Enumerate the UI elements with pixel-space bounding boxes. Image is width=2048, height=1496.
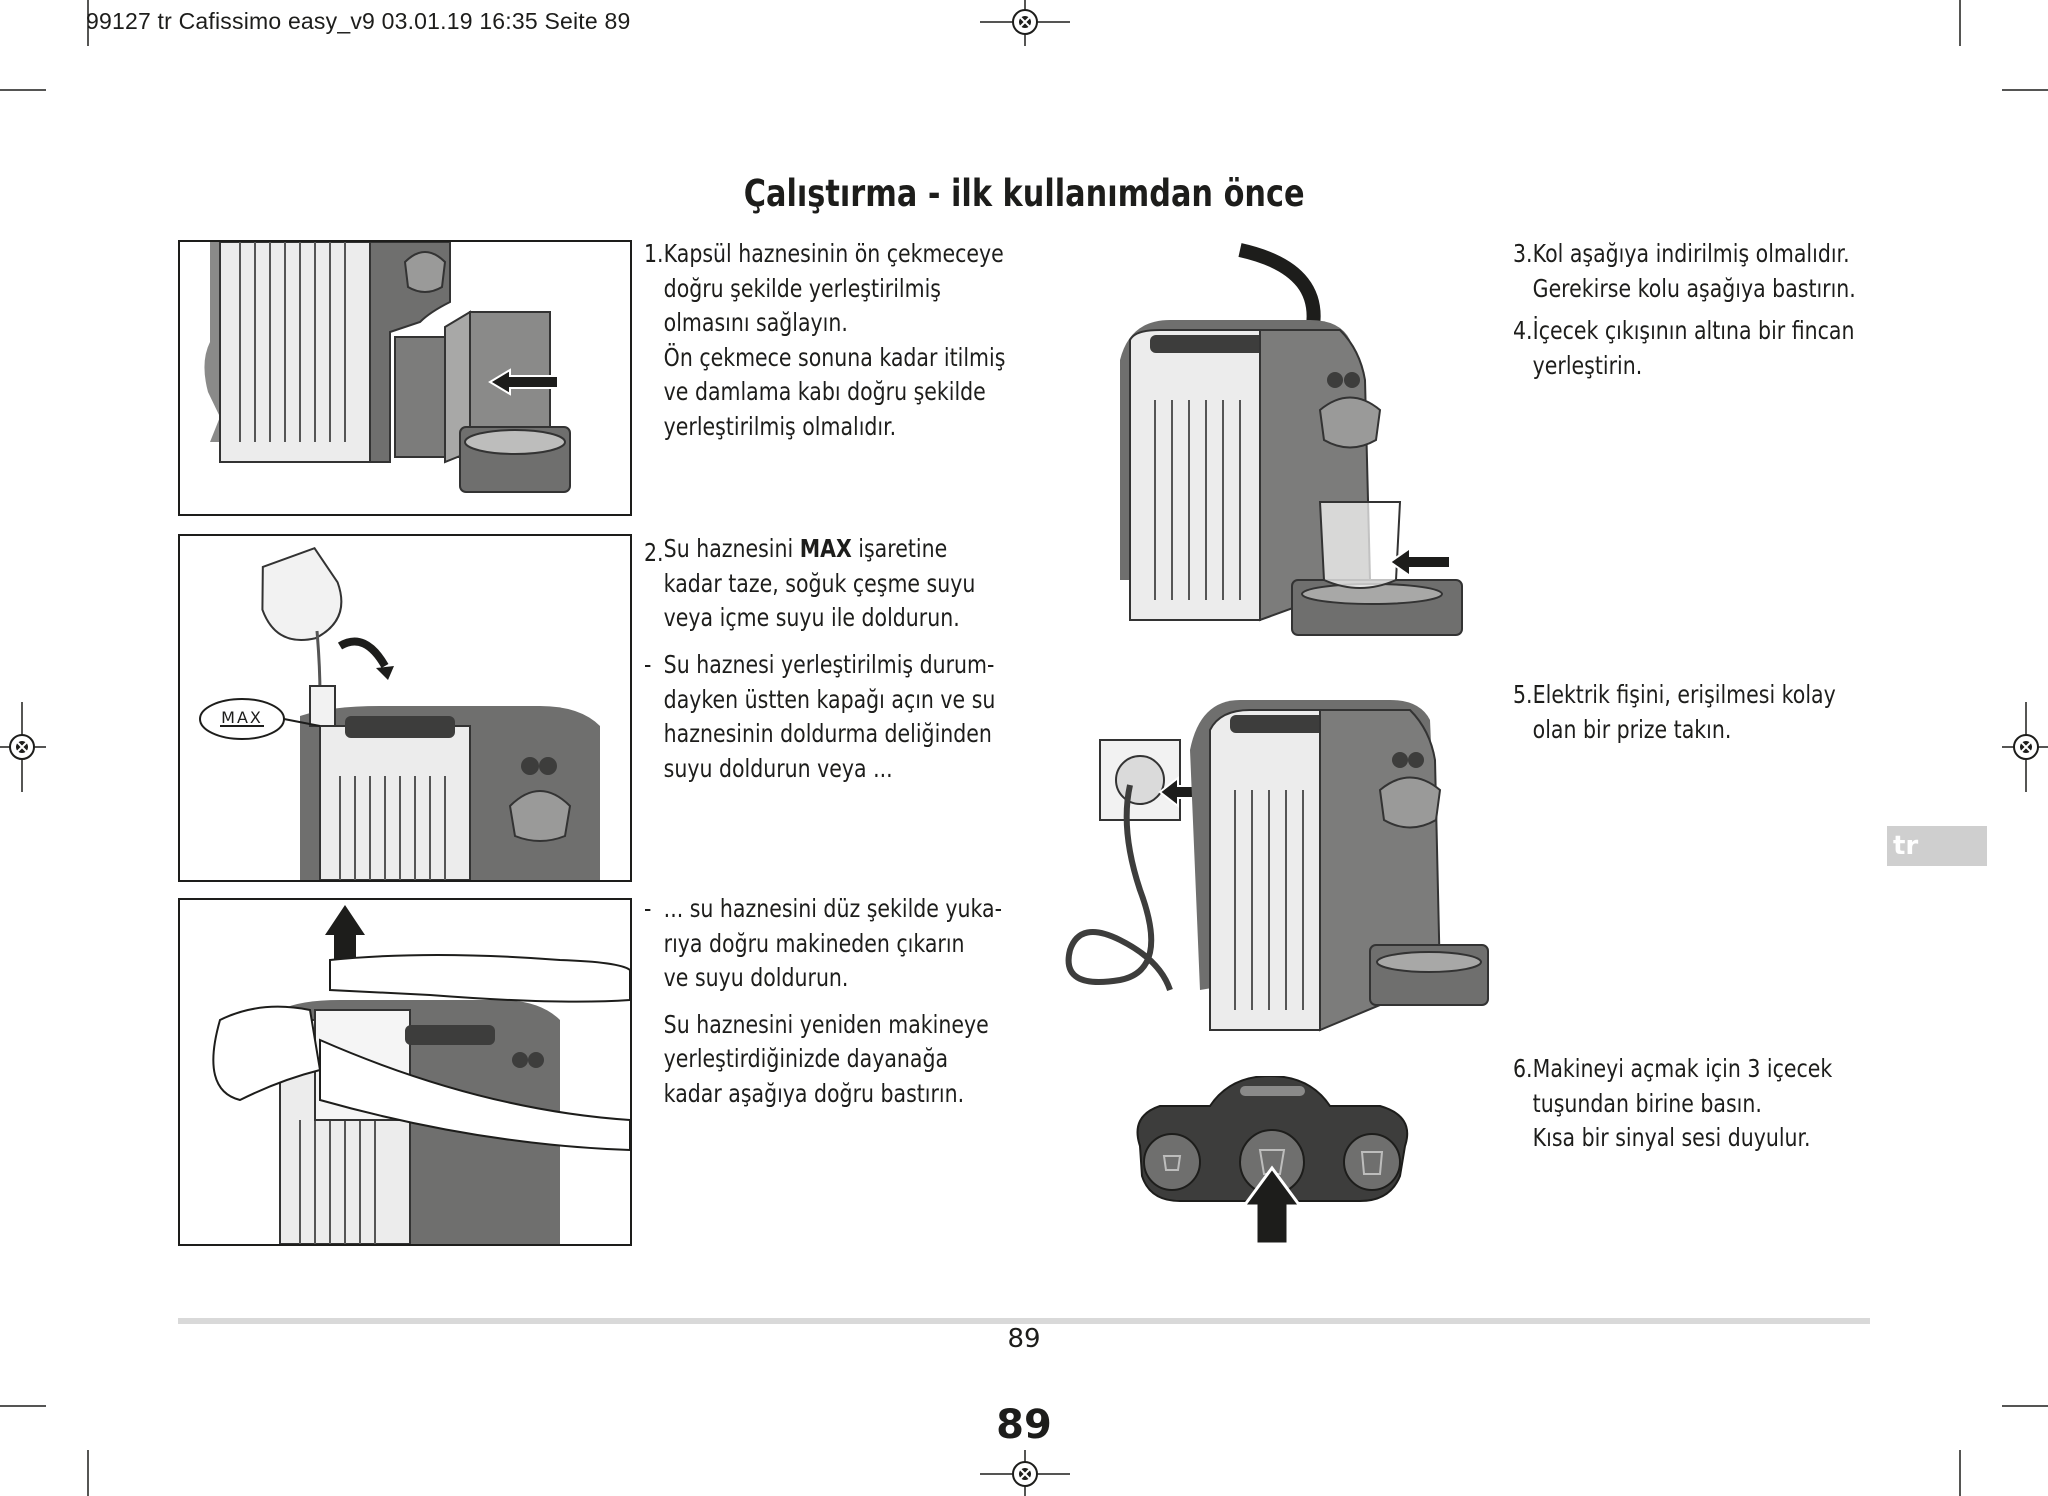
- step-1: 1. Kapsül haznesinin ön çekmeceye doğru …: [644, 237, 1005, 444]
- step-2-option-a: - Su haznesi yerleştirilmiş durum- dayke…: [644, 648, 995, 786]
- step-line: suyu doldurun veya ...: [663, 753, 893, 783]
- coffee-cup-icon: [1258, 1149, 1286, 1175]
- step-number: 2.: [644, 538, 664, 567]
- max-label: MAX: [221, 708, 263, 727]
- step-number: 6.: [1513, 1054, 1533, 1083]
- step-line: rıya doğru makineden çıkarın: [663, 928, 965, 958]
- figure-machine-cup: [1120, 243, 1463, 636]
- print-slug: 99127 tr Cafissimo easy_v9 03.01.19 16:3…: [86, 8, 631, 34]
- step-6: 6. Makineyi açmak için 3 içecek tuşundan…: [1513, 1052, 1832, 1156]
- step-number: 1.: [644, 239, 664, 268]
- step-line: kadar aşağıya doğru bastırın.: [663, 1078, 965, 1108]
- step-line: Gerekirse kolu aşağıya bastırın.: [1532, 273, 1856, 303]
- step-number: 4.: [1513, 316, 1533, 345]
- figure-machine-plug: [1065, 700, 1489, 1032]
- step-line: olmasını sağlayın.: [663, 308, 848, 337]
- step-line: kadar taze, soğuk çeşme suyu: [663, 568, 976, 598]
- step-3: 3. Kol aşağıya indirilmiş olmalıdır. Ger…: [1513, 237, 1856, 306]
- step-5: 5. Elektrik fişini, erişilmesi kolay ola…: [1513, 678, 1836, 747]
- step-line: Ön çekmece sonuna kadar itilmiş: [663, 342, 1006, 372]
- step-line: olan bir prize takın.: [1532, 714, 1732, 744]
- espresso-cup-icon: [1162, 1155, 1182, 1171]
- step-line: dayken üstten kapağı açın ve su: [663, 684, 996, 714]
- registration-mark-right: [2002, 702, 2048, 792]
- figure-capsule-drawer: [178, 240, 632, 516]
- page-title: Çalıştırma - ilk kullanımdan önce: [743, 172, 1305, 215]
- footer-rule: [178, 1318, 1870, 1324]
- step-line: ve suyu doldurun.: [663, 963, 849, 992]
- step-2: 2. Su haznesini MAX işaretine kadar taze…: [644, 532, 975, 636]
- registration-mark-top: [980, 0, 1070, 46]
- figure-remove-tank: [178, 898, 632, 1246]
- step-line: Kapsül haznesinin ön çekmeceye: [663, 239, 1004, 268]
- step-line: ve damlama kabı doğru şekilde: [663, 377, 986, 406]
- step-line: ... su haznesini düz şekilde yuka-: [663, 894, 1003, 923]
- step-line: İçecek çıkışının altına bir fincan: [1532, 316, 1855, 345]
- button-mug[interactable]: [1343, 1133, 1401, 1191]
- mug-icon: [1360, 1151, 1384, 1175]
- page-number-large: 89: [996, 1402, 1052, 1448]
- step-line: Makineyi açmak için 3 içecek: [1532, 1054, 1833, 1083]
- step-line: Elektrik fişini, erişilmesi kolay: [1532, 680, 1836, 709]
- step-line: Su haznesi yerleştirilmiş durum-: [663, 650, 995, 679]
- press-arrow-icon: [1241, 1165, 1303, 1246]
- figure-fill-water: MAX: [178, 534, 632, 882]
- step-line: doğru şekilde yerleştirilmiş: [663, 273, 941, 303]
- max-emphasis: MAX: [799, 534, 852, 563]
- step-2-option-b: - ... su haznesini düz şekilde yuka- rıy…: [644, 892, 1002, 1111]
- registration-mark-left: [0, 702, 46, 792]
- step-line: veya içme suyu ile doldurun.: [663, 603, 960, 632]
- step-line: yerleştirin.: [1532, 350, 1643, 380]
- step-4: 4. İçecek çıkışının altına bir fincan ye…: [1513, 314, 1854, 383]
- step-line: Su haznesini yeniden makineye: [663, 1009, 989, 1039]
- page-number-small: 89: [1007, 1324, 1041, 1354]
- step-number: 5.: [1513, 680, 1533, 709]
- registration-mark-bottom: [980, 1450, 1070, 1496]
- step-line: Su haznesini MAX işaretine: [663, 534, 948, 563]
- bullet-dash: -: [644, 894, 652, 923]
- step-line: tuşundan birine basın.: [1532, 1088, 1762, 1118]
- language-tab: tr: [1887, 826, 1987, 866]
- step-line: Kısa bir sinyal sesi duyulur.: [1532, 1123, 1811, 1152]
- bullet-dash: -: [644, 650, 652, 679]
- step-line: yerleştirilmiş olmalıdır.: [663, 411, 897, 441]
- figure-control-buttons: [1136, 1076, 1409, 1246]
- step-line: yerleştirdiğinizde dayanağa: [663, 1044, 949, 1073]
- step-number: 3.: [1513, 239, 1533, 268]
- step-line: Kol aşağıya indirilmiş olmalıdır.: [1532, 239, 1850, 268]
- step-line: haznesinin doldurma deliğinden: [663, 719, 992, 748]
- button-espresso[interactable]: [1143, 1133, 1201, 1191]
